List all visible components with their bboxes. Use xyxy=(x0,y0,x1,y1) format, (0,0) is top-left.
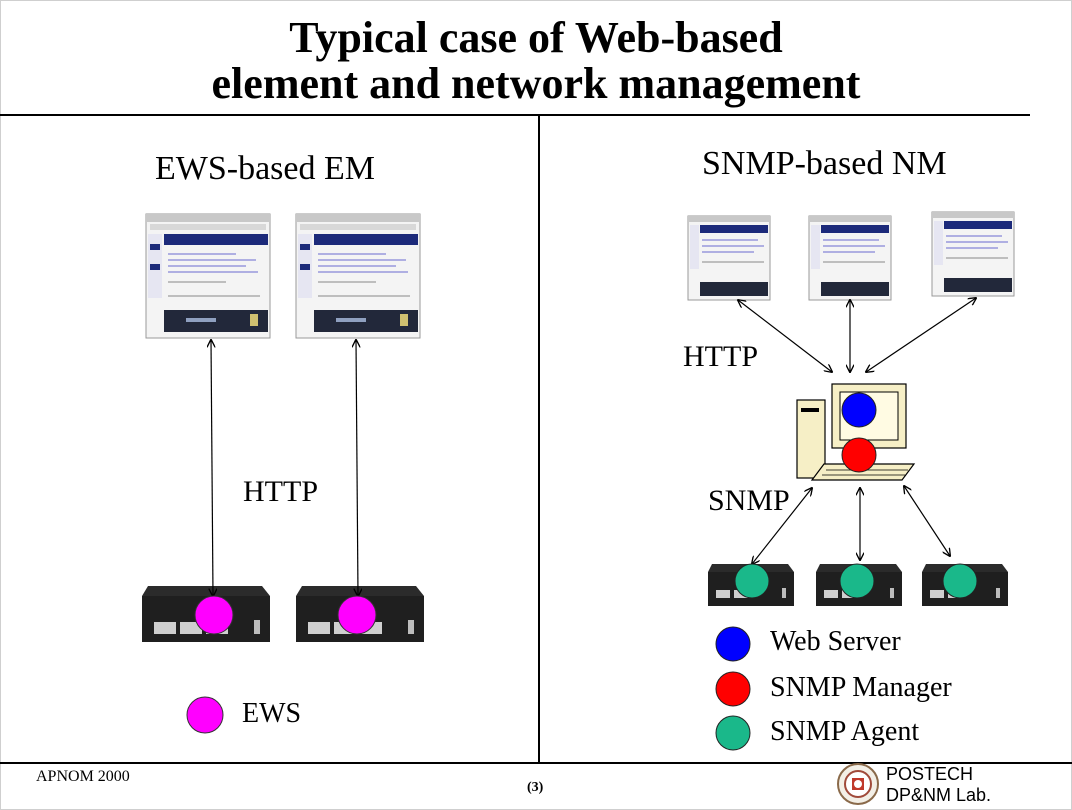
client-browser-1 xyxy=(687,215,771,301)
panel-divider xyxy=(538,116,540,764)
http-arrow-1 xyxy=(211,340,213,596)
http-arrow-client-3 xyxy=(866,298,976,372)
ews-marker-2 xyxy=(337,595,377,635)
footer-lab-name: POSTECH DP&NM Lab. xyxy=(886,764,991,806)
title-divider xyxy=(0,114,1030,116)
left-http-label: HTTP xyxy=(243,475,318,508)
legend-snmp-agent-label: SNMP Agent xyxy=(770,716,920,747)
snmp-arrow-agent-1 xyxy=(752,488,812,564)
snmp-arrow-agent-3 xyxy=(904,486,950,556)
ews-marker-1 xyxy=(194,595,234,635)
footer-lab-line-2: DP&NM Lab. xyxy=(886,785,992,805)
legend-snmp-manager-label: SNMP Manager xyxy=(770,672,952,703)
snmp-agent-marker-2 xyxy=(839,563,875,599)
footer-divider xyxy=(0,762,1072,764)
left-heading: EWS-based EM xyxy=(155,150,376,187)
snmp-agent-marker-1 xyxy=(734,563,770,599)
footer-page-number: (3) xyxy=(527,780,544,795)
postech-logo-icon xyxy=(837,763,879,805)
client-browser-2 xyxy=(808,215,892,301)
legend-ews-label: EWS xyxy=(242,698,302,729)
legend-web-server-icon xyxy=(715,626,751,662)
client-browser-3 xyxy=(931,211,1015,297)
legend-web-server-label: Web Server xyxy=(770,626,901,657)
title-line-1: Typical case of Web-based xyxy=(289,13,783,62)
right-heading: SNMP-based NM xyxy=(702,145,947,182)
browser-screenshot-2 xyxy=(295,213,421,339)
legend-ews-icon xyxy=(186,696,224,734)
footer-conference: APNOM 2000 xyxy=(36,768,130,785)
legend-snmp-agent-icon xyxy=(715,715,751,751)
http-arrow-2 xyxy=(356,340,358,596)
footer-lab-line-1: POSTECH xyxy=(886,764,974,784)
legend-snmp-manager-icon xyxy=(715,671,751,707)
browser-screenshot-1 xyxy=(145,213,271,339)
http-arrow-client-1 xyxy=(738,300,832,372)
web-server-marker xyxy=(841,392,877,428)
title-line-2: element and network management xyxy=(211,59,861,108)
snmp-manager-marker xyxy=(841,437,877,473)
snmp-agent-marker-3 xyxy=(942,563,978,599)
